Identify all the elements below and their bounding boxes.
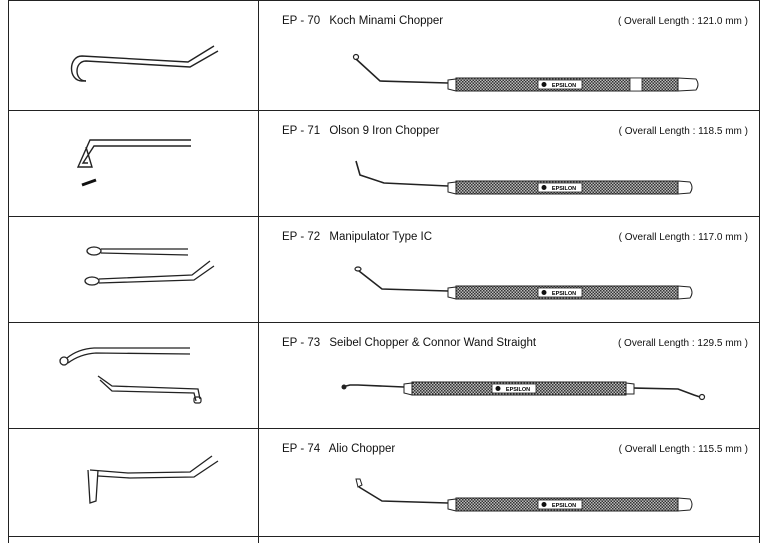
- tip-detail-illustration: [59, 347, 202, 404]
- tip-detail-cell: [8, 323, 258, 429]
- svg-text:EPSILON: EPSILON: [552, 503, 576, 509]
- instrument-illustration: EPSILON: [352, 53, 699, 92]
- svg-text:EPSILON: EPSILON: [552, 186, 576, 192]
- tip-detail-cell: [8, 217, 258, 323]
- product-info-cell: EP - 72 Manipulator Type IC ( Overall Le…: [258, 217, 760, 323]
- product-title: EP - 71 Olson 9 Iron Chopper: [282, 125, 439, 137]
- tip-detail-illustration: [76, 139, 191, 187]
- overall-length: ( Overall Length : 115.5 mm ): [618, 444, 748, 455]
- instrument-illustration: EPSILON: [341, 381, 706, 401]
- product-row-ep-72: EP - 72 Manipulator Type IC ( Overall Le…: [8, 217, 760, 323]
- product-code: EP - 70: [282, 15, 321, 27]
- overall-length: ( Overall Length : 117.0 mm ): [618, 232, 748, 243]
- instrument-illustration: EPSILON: [355, 478, 693, 512]
- overall-length: ( Overall Length : 121.0 mm ): [617, 16, 748, 27]
- product-name: Olson 9 Iron Chopper: [329, 125, 440, 137]
- product-code: EP - 73: [282, 337, 321, 349]
- product-row-ep-71: EP - 71 Olson 9 Iron Chopper ( Overall L…: [8, 111, 760, 217]
- length-value: 118.5: [698, 126, 723, 137]
- product-info-cell: EP - 70 Koch Minami Chopper ( Overall Le…: [258, 1, 760, 110]
- product-code: EP - 71: [282, 125, 321, 137]
- svg-text:EPSILON: EPSILON: [552, 291, 576, 297]
- product-info-cell: EP - 74 Alio Chopper ( Overall Length : …: [258, 429, 760, 536]
- product-name: Seibel Chopper & Connor Wand Straight: [329, 337, 537, 349]
- product-name: Alio Chopper: [328, 443, 396, 455]
- svg-text:EPSILON: EPSILON: [506, 387, 530, 393]
- instrument-illustration: EPSILON: [355, 160, 693, 195]
- tip-detail-cell: [8, 111, 258, 217]
- tip-detail-illustration: [84, 246, 215, 286]
- length-value: 117.0: [698, 232, 723, 243]
- length-value: 115.5: [698, 444, 723, 455]
- product-row-ep-70: EP - 70 Koch Minami Chopper ( Overall Le…: [8, 1, 760, 110]
- product-info-cell: EP - 71 Olson 9 Iron Chopper ( Overall L…: [258, 111, 760, 217]
- length-value: 121.0: [697, 16, 723, 27]
- tip-detail-illustration: [87, 455, 219, 504]
- product-name: Manipulator Type IC: [329, 231, 433, 243]
- product-info-cell: EP - 73 Seibel Chopper & Connor Wand Str…: [258, 323, 760, 429]
- svg-text:EPSILON: EPSILON: [552, 83, 576, 89]
- product-title: EP - 70 Koch Minami Chopper: [282, 15, 443, 27]
- product-row-ep-73: EP - 73 Seibel Chopper & Connor Wand Str…: [8, 323, 760, 429]
- length-value: 129.5: [697, 338, 723, 349]
- product-title: EP - 72 Manipulator Type IC: [282, 231, 432, 243]
- product-title: EP - 74 Alio Chopper: [282, 443, 395, 455]
- product-catalog-page: EP - 70 Koch Minami Chopper ( Overall Le…: [8, 0, 760, 543]
- product-row-ep-74: EP - 74 Alio Chopper ( Overall Length : …: [8, 429, 760, 536]
- tip-detail-cell: [8, 429, 258, 536]
- product-code: EP - 74: [282, 443, 321, 455]
- instrument-illustration: EPSILON: [354, 266, 693, 300]
- overall-length: ( Overall Length : 129.5 mm ): [617, 338, 748, 349]
- product-code: EP - 72: [282, 231, 321, 243]
- table-grid: [8, 0, 760, 543]
- overall-length: ( Overall Length : 118.5 mm ): [618, 126, 748, 137]
- tip-detail-illustration: [70, 45, 219, 82]
- tip-detail-cell: [8, 1, 258, 110]
- product-name: Koch Minami Chopper: [329, 15, 444, 27]
- product-title: EP - 73 Seibel Chopper & Connor Wand Str…: [282, 337, 536, 349]
